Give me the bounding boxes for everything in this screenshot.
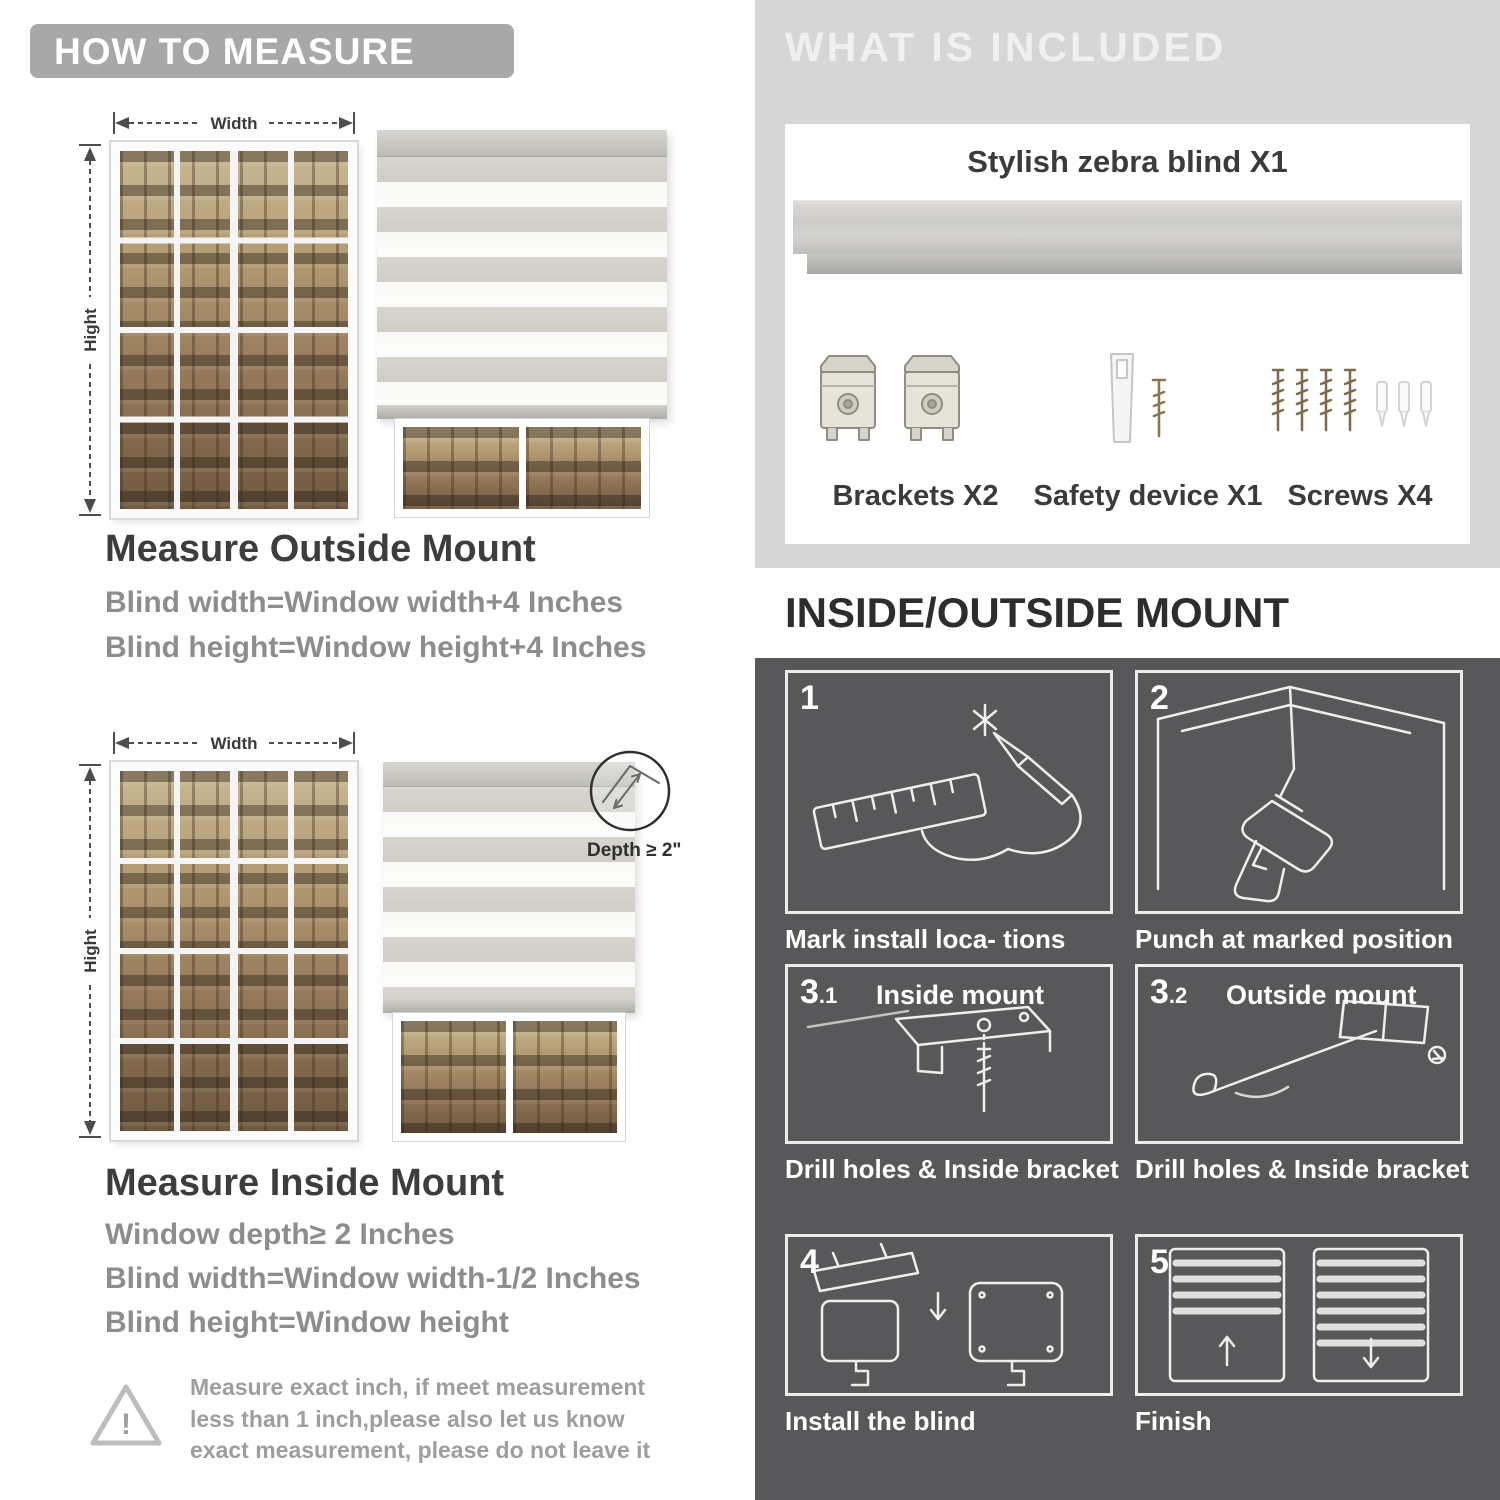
window-pane: [403, 427, 519, 509]
width-label: Width: [210, 114, 257, 133]
depth-magnifier-icon: [589, 750, 671, 832]
step-2-box: 2: [1135, 670, 1463, 914]
outside-mount-figure: Width Hight: [75, 108, 695, 520]
window-behind-blind: [395, 419, 649, 517]
mount-heading: INSIDE/OUTSIDE MOUNT: [785, 589, 1290, 636]
how-to-measure-title: HOW TO MEASURE: [54, 31, 415, 72]
depth-label: Depth ≥ 2": [587, 840, 682, 861]
zebra-blind-illustration: [383, 762, 635, 1141]
brackets-image: [820, 355, 960, 441]
step-3-2-number: 3.2: [1150, 973, 1187, 1012]
inside-mount-figure: Width Hight Depth ≥ 2": [75, 712, 700, 1147]
brackets-label: Brackets X2: [832, 480, 999, 512]
step-number-main: 3: [1150, 973, 1169, 1011]
blind-item-label: Stylish zebra blind X1: [967, 144, 1288, 179]
step-3-2-box: 3.2 Outside mount: [1135, 964, 1463, 1144]
blind-bottom-rail: [383, 999, 635, 1013]
window-behind-blind: [393, 1013, 625, 1141]
measure-note: ! Measure exact inch, if meet measuremen…: [88, 1372, 668, 1467]
outside-height-rule: Blind height=Window height+4 Inches: [105, 631, 647, 664]
inside-mount-heading: Measure Inside Mount: [105, 1162, 505, 1204]
step-1-caption: Mark install loca- tions: [785, 924, 1066, 954]
width-label: Width: [210, 734, 257, 753]
headrail-image: [793, 200, 1462, 254]
step-4-illustration: [812, 1242, 1064, 1387]
step-1-box: 1: [785, 670, 1113, 914]
blind-bottom-rail: [377, 405, 667, 419]
window-mullions: [120, 771, 348, 1131]
step-1-number: 1: [800, 679, 819, 718]
how-to-measure-banner: HOW TO MEASURE: [30, 24, 514, 78]
inside-depth-rule: Window depth≥ 2 Inches: [105, 1218, 455, 1251]
step-number-main: 1: [800, 679, 819, 717]
blind-stripes: [377, 157, 667, 405]
height-label: Hight: [81, 929, 100, 973]
step-3-1-number: 3.1: [800, 973, 837, 1012]
blind-stripes: [383, 787, 635, 999]
step-number-main: 4: [800, 1243, 819, 1281]
screws-label: Screws X4: [1287, 480, 1433, 512]
window-pane: [401, 1021, 506, 1133]
step-4-box: 4: [785, 1234, 1113, 1396]
blind-body: [383, 762, 635, 1013]
step-3-2-illustration: [1192, 999, 1447, 1099]
step-number-main: 2: [1150, 679, 1169, 717]
step-5-illustration: [1168, 1247, 1430, 1383]
step-2-number: 2: [1150, 679, 1169, 718]
window-pane: [512, 1021, 617, 1133]
measure-note-text: Measure exact inch, if meet measurement …: [190, 1374, 651, 1464]
step-5-number: 5: [1150, 1243, 1169, 1282]
width-dimension-arrow: Width: [113, 112, 355, 134]
window-pane: [525, 427, 641, 509]
included-title: WHAT IS INCLUDED: [785, 24, 1227, 70]
height-label: Hight: [81, 308, 100, 352]
mount-heading-row: INSIDE/OUTSIDE MOUNT: [755, 568, 1500, 658]
screws-image: [1271, 368, 1432, 432]
zebra-blind-illustration: [377, 130, 667, 517]
step-2-caption: Punch at marked position: [1135, 924, 1453, 954]
step-3-1-title: Inside mount: [876, 980, 1044, 1010]
width-dimension-arrow: Width: [113, 732, 355, 754]
safety-device-label: Safety device X1: [1033, 480, 1263, 512]
step-number-sub: .2: [1168, 983, 1188, 1008]
blind-cassette: [377, 130, 667, 157]
height-dimension-arrow: Hight: [79, 764, 101, 1138]
window-mullions: [120, 151, 348, 509]
step-1-illustration: [812, 703, 1082, 861]
outside-mount-heading: Measure Outside Mount: [105, 528, 536, 570]
warning-triangle-icon: !: [90, 1384, 162, 1446]
inside-height-rule: Blind height=Window height: [105, 1306, 509, 1339]
step-4-number: 4: [800, 1243, 819, 1282]
step-3-2-title: Outside mount: [1226, 980, 1417, 1010]
step-5-box: 5: [1135, 1234, 1463, 1396]
window-illustration: [111, 142, 357, 518]
step-4-caption: Install the blind: [785, 1406, 976, 1436]
height-dimension-arrow: Hight: [79, 144, 101, 516]
step-number-sub: .1: [818, 983, 838, 1008]
blind-body: [377, 130, 667, 419]
step-3-1-illustration: [806, 1005, 1052, 1113]
step-3-1-box: 3.1 Inside mount: [785, 964, 1113, 1144]
outside-width-rule: Blind width=Window width+4 Inches: [105, 586, 624, 619]
headrail-bottom-lip: [807, 254, 1462, 274]
step-number-main: 3: [800, 973, 819, 1011]
included-card: Stylish zebra blind X1: [785, 124, 1470, 544]
warning-exclamation: !: [121, 1408, 131, 1441]
window-illustration: [111, 762, 357, 1140]
safety-device-image: [1110, 353, 1167, 443]
step-number-main: 5: [1150, 1243, 1169, 1281]
inside-width-rule: Blind width=Window width-1/2 Inches: [105, 1262, 641, 1295]
step-3-2-caption: Drill holes & Inside bracket: [1135, 1154, 1469, 1184]
step-5-caption: Finish: [1135, 1406, 1212, 1436]
mount-panel: 1 Mark install loca- tions 2: [755, 658, 1500, 1500]
step-2-illustration: [1156, 685, 1446, 903]
step-3-1-caption: Drill holes & Inside bracket: [785, 1154, 1119, 1184]
